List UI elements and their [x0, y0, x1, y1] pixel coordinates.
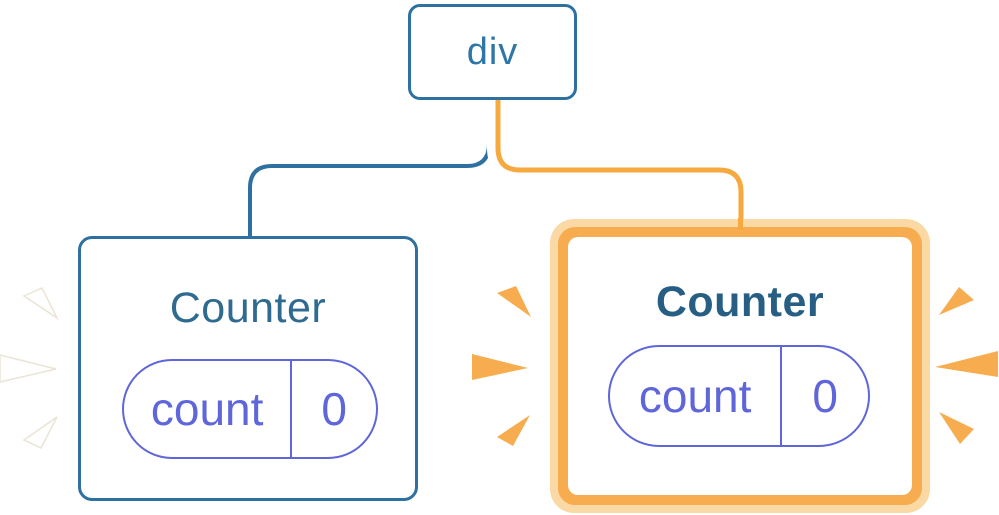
- state-pill: count 0: [608, 345, 870, 447]
- state-value: 0: [290, 361, 376, 457]
- edge-to-right-counter-casing: [487, 96, 752, 220]
- burst-rays-white-icon: [0, 287, 59, 449]
- counter-card-right-content: Counter count 0: [568, 237, 912, 495]
- counter-card-left-content: Counter count 0: [81, 239, 415, 498]
- burst-ray-icon: [939, 287, 974, 315]
- state-key: count: [150, 383, 264, 435]
- root-div-label: div: [466, 30, 519, 73]
- burst-ray-icon: [22, 287, 59, 321]
- counter-title: Counter: [169, 284, 327, 332]
- edge-to-right-counter: [495, 96, 744, 229]
- root-div-node: div: [408, 4, 577, 100]
- burst-ray-icon: [939, 412, 974, 444]
- burst-ray-icon: [0, 354, 57, 383]
- counter-card-left: Counter count 0: [78, 236, 418, 501]
- edge-stub: [738, 218, 743, 230]
- burst-ray-icon: [472, 354, 528, 380]
- state-pill: count 0: [122, 359, 378, 459]
- counter-title: Counter: [655, 278, 825, 326]
- burst-rays-orange-icon: [472, 286, 998, 446]
- edge-to-left-counter: [248, 100, 491, 238]
- state-value: 0: [780, 347, 868, 445]
- burst-ray-icon: [22, 416, 58, 449]
- state-key: count: [638, 370, 752, 422]
- burst-ray-icon: [497, 286, 531, 317]
- burst-ray-icon: [497, 415, 530, 446]
- burst-ray-icon: [935, 351, 998, 377]
- highlight-frame: Counter count 0: [558, 227, 922, 505]
- counter-card-right-highlighted: Counter count 0: [550, 219, 930, 513]
